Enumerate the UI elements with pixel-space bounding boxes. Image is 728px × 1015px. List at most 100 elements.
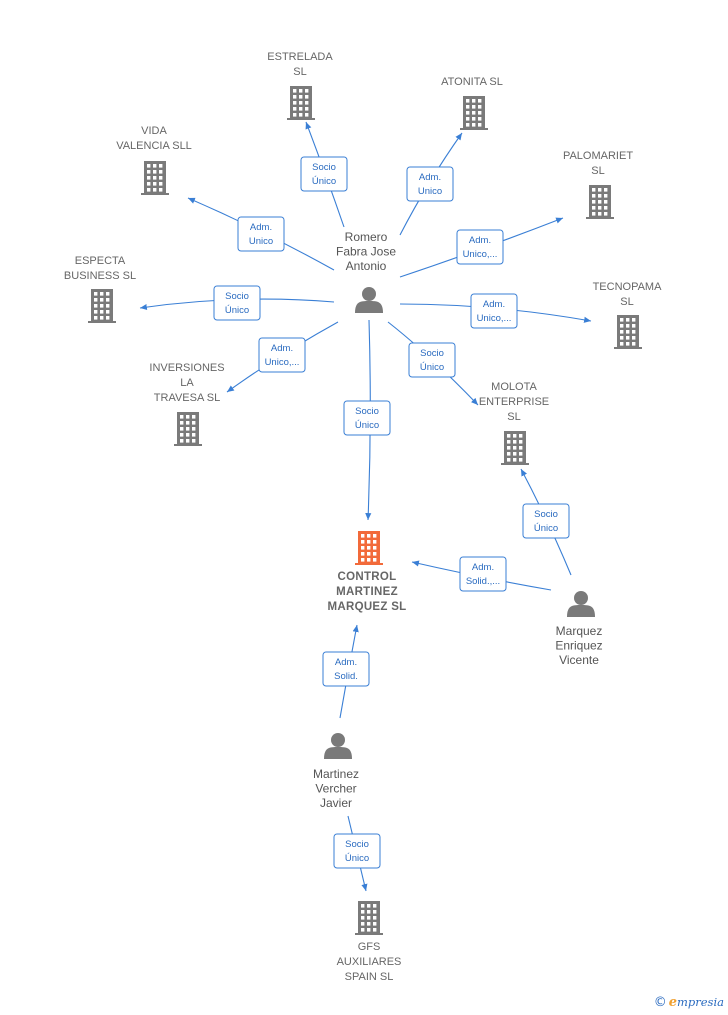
company-node-vida[interactable]: VIDA VALENCIA SLL [116, 125, 192, 195]
company-node-atonita[interactable]: ATONITA SL [441, 76, 503, 130]
company-label: AUXILIARES [337, 956, 402, 968]
edge-label-romero-tecnopama[interactable]: Adm. Unico,... [470, 293, 518, 329]
person-label: Vicente [559, 653, 599, 667]
company-label: ESTRELADA [267, 51, 333, 63]
edge-label-romero-vida[interactable]: Adm. Unico [237, 216, 285, 252]
company-label: CONTROL [338, 571, 397, 583]
company-label: VIDA [141, 125, 167, 137]
company-label: ATONITA SL [441, 76, 503, 88]
building-icon [614, 315, 642, 349]
person-label: Antonio [346, 259, 387, 273]
edge-label-line: Socio [355, 406, 379, 417]
company-label: MARTINEZ [336, 586, 398, 598]
company-label: LA [180, 377, 194, 389]
person-label: Enriquez [555, 639, 602, 653]
company-label: SL [591, 165, 604, 177]
edge-label-line: Adm. [469, 235, 491, 246]
edge-label-line: Adm. [472, 562, 494, 573]
edge-label-line: Unico,... [477, 313, 512, 324]
person-label: Marquez [556, 624, 603, 638]
edge-label-line: Socio [534, 509, 558, 520]
company-node-control[interactable]: CONTROL MARTINEZ MARQUEZ SL [327, 531, 406, 613]
building-icon [287, 86, 315, 120]
edge-label-line: Único [345, 853, 369, 864]
edge-label-line: Único [534, 523, 558, 534]
company-label: TRAVESA SL [154, 392, 220, 404]
company-label: SPAIN SL [345, 971, 394, 983]
building-icon [586, 185, 614, 219]
person-icon [355, 287, 383, 313]
building-icon [355, 531, 383, 565]
person-label: Martinez [313, 767, 359, 781]
edge-label-romero-palomariet[interactable]: Adm. Unico,... [456, 229, 504, 265]
edge-label-line: Unico [418, 186, 442, 197]
edge-label-line: Adm. [419, 172, 441, 183]
person-icon [567, 591, 595, 617]
company-label: MOLOTA [491, 381, 537, 393]
building-icon [355, 901, 383, 935]
company-node-inversiones[interactable]: INVERSIONES LA TRAVESA SL [149, 362, 225, 446]
nodes-layer: ESTRELADA SL ATONITA SL VIDA VALENCIA SLL PAL… [64, 51, 662, 983]
company-label: TECNOPAMA [593, 281, 663, 293]
edge-label-line: Socio [345, 839, 369, 850]
company-label: ENTERPRISE [479, 396, 549, 408]
edge-label-line: Único [225, 305, 249, 316]
company-node-gfs[interactable]: GFS AUXILIARES SPAIN SL [337, 901, 402, 983]
company-node-especta[interactable]: ESPECTA BUSINESS SL [64, 255, 136, 323]
edge-label-martinez-control[interactable]: Adm.Solid. [322, 651, 370, 687]
edge-label-line: Adm. [250, 222, 272, 233]
copyright-icon: © [653, 994, 667, 1010]
edge-label-line: Único [312, 176, 336, 187]
edge-label-romero-atonita[interactable]: Adm. Unico [406, 166, 454, 202]
person-label: Fabra Jose [336, 245, 396, 259]
edge-label-line: Único [420, 362, 444, 373]
person-icon [324, 733, 352, 759]
edge-label-line: Solid.,... [466, 576, 500, 587]
company-label: INVERSIONES [149, 362, 224, 374]
company-label: SL [507, 411, 520, 423]
company-label: SL [293, 66, 306, 78]
building-icon [174, 412, 202, 446]
building-icon [501, 431, 529, 465]
edge-label-line: Socio [225, 291, 249, 302]
company-node-molota[interactable]: MOLOTA ENTERPRISE SL [479, 381, 549, 465]
edge-label-line: Único [355, 420, 379, 431]
edge-label-line: Adm. [335, 657, 357, 668]
person-label: Vercher [315, 782, 356, 796]
company-node-estrelada[interactable]: ESTRELADA SL [267, 51, 333, 120]
edge-label-marquez-control[interactable]: Adm. Solid.,... [459, 556, 507, 592]
edge-label-line: Adm. [483, 299, 505, 310]
company-label: MARQUEZ SL [327, 601, 406, 613]
company-label: VALENCIA SLL [116, 140, 192, 152]
brand-logo: empresia [668, 994, 724, 1010]
company-label: SL [620, 296, 633, 308]
building-icon [141, 161, 169, 195]
building-icon [460, 96, 488, 130]
edge-label-line: Adm. [271, 343, 293, 354]
company-node-palomariet[interactable]: PALOMARIET SL [563, 150, 633, 219]
company-label: BUSINESS SL [64, 270, 136, 282]
edge-label-line: Unico [249, 236, 273, 247]
company-label: PALOMARIET [563, 150, 633, 162]
company-label: GFS [358, 941, 381, 953]
person-label: Javier [320, 796, 352, 810]
edge-label-line: Unico,... [265, 357, 300, 368]
edge-label-line: Socio [312, 162, 336, 173]
company-label: ESPECTA [75, 255, 126, 267]
edge-label-line: Unico,... [463, 249, 498, 260]
company-node-tecnopama[interactable]: TECNOPAMA SL [593, 281, 663, 349]
edge-label-romero-inversiones[interactable]: Adm. Unico,... [258, 337, 306, 373]
person-label: Romero [345, 230, 388, 244]
footer-brand[interactable]: © empresia [654, 993, 724, 1011]
